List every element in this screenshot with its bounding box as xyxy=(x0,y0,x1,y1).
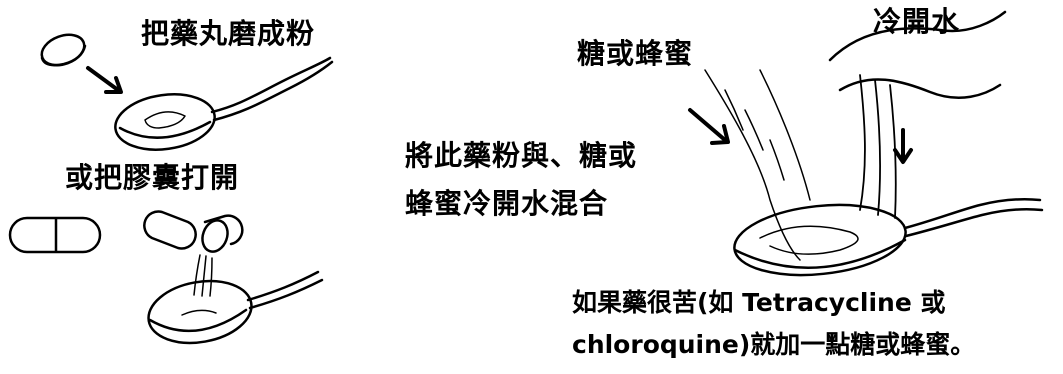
label-cool-boiled-water: 冷開水 xyxy=(873,5,961,38)
label-open-capsule: 或把膠囊打開 xyxy=(65,161,240,194)
water-jug-icon xyxy=(828,10,1007,219)
spoon-powder-icon xyxy=(114,56,334,151)
label-sugar-honey: 糖或蜂蜜 xyxy=(577,37,694,70)
spoon-mix-icon xyxy=(733,197,1044,277)
label-crush-pill: 把藥丸磨成粉 xyxy=(141,17,316,50)
capsule-closed-icon xyxy=(8,216,102,254)
powder-stream xyxy=(193,254,213,297)
pill-icon xyxy=(40,33,87,67)
arrow-icon xyxy=(86,66,123,94)
label-bitter-line1: 如果藥很苦(如 Tetracycline 或 xyxy=(572,288,946,317)
label-mix-line1: 將此藥粉與、糖或 xyxy=(405,139,638,172)
arrow-icon xyxy=(893,128,913,164)
capsule-open-icon xyxy=(143,210,244,253)
label-bitter-line2: chloroquine)就加一點糖或蜂蜜。 xyxy=(572,330,976,359)
spoon-icon xyxy=(147,270,324,345)
label-mix-line2: 蜂蜜冷開水混合 xyxy=(405,187,609,220)
arrow-icon xyxy=(688,108,730,145)
sugar-pour xyxy=(704,69,811,261)
